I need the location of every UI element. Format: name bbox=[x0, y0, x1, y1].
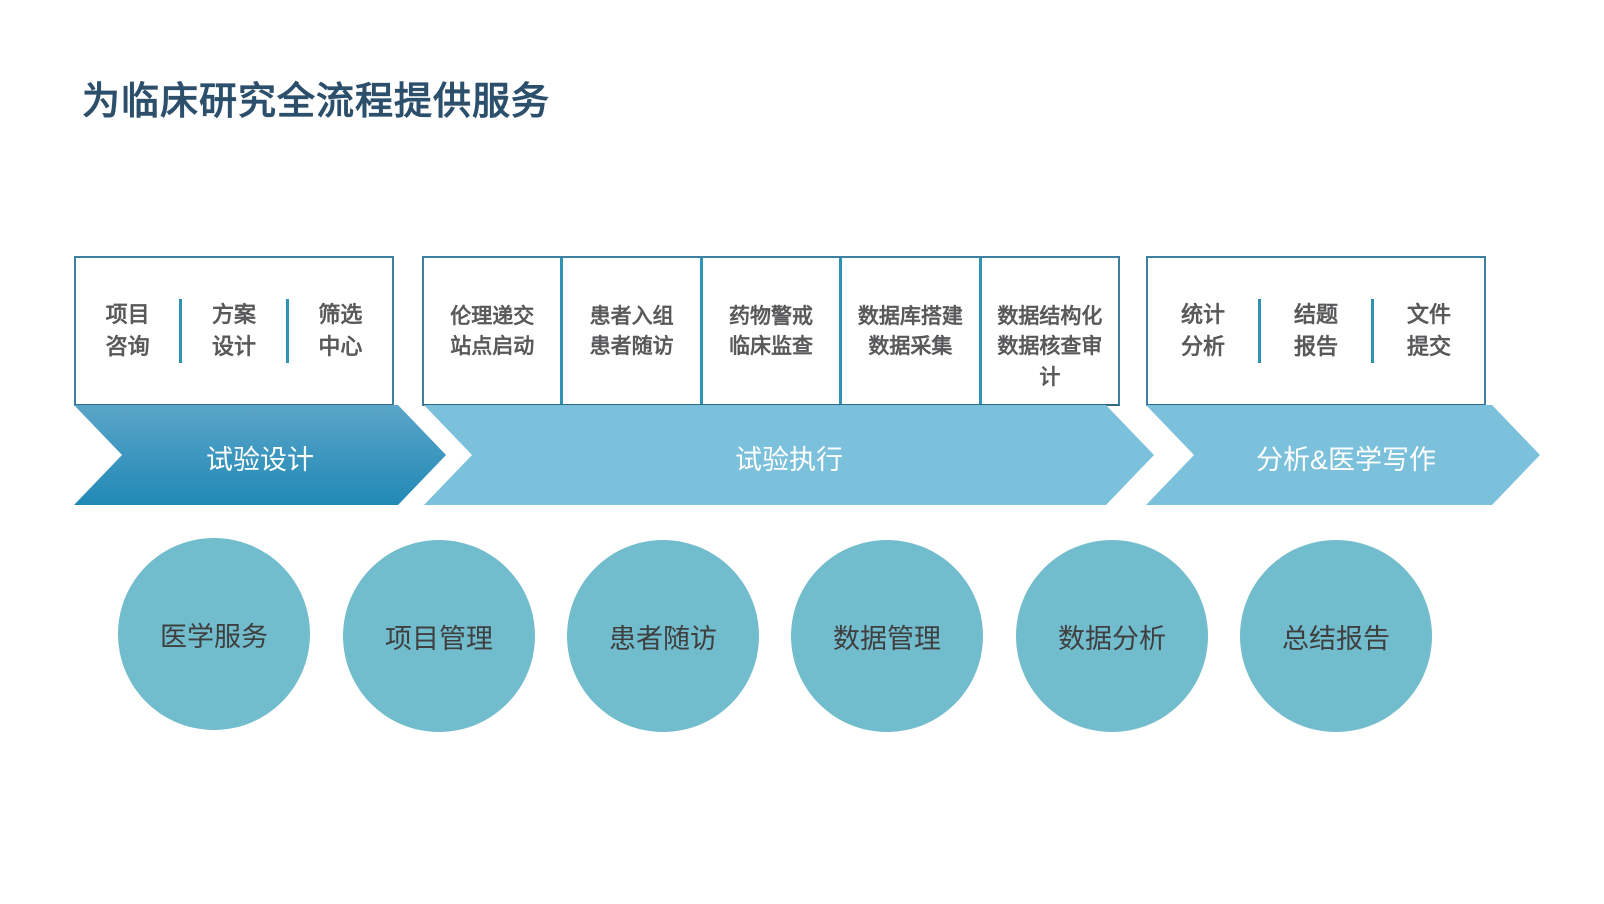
stage-item-line: 统计 bbox=[1180, 302, 1225, 328]
stage-item-execute-3[interactable]: 数据库搭建 数据采集 bbox=[839, 258, 978, 404]
stage-item-execute-4[interactable]: 数据结构化 数据核查审 计 bbox=[978, 258, 1118, 404]
service-circle-1[interactable]: 项目管理 bbox=[343, 540, 535, 732]
stage-item-line: 项目 bbox=[105, 302, 150, 328]
stage-item-line: 方案 bbox=[211, 302, 256, 328]
service-circle-5[interactable]: 总结报告 bbox=[1240, 540, 1432, 732]
service-circle-3[interactable]: 数据管理 bbox=[791, 540, 983, 732]
stage-item-analysis-0[interactable]: 统计 分析 bbox=[1148, 299, 1258, 363]
stage-item-analysis-1[interactable]: 结题 报告 bbox=[1258, 299, 1371, 363]
chevron-design[interactable] bbox=[74, 405, 446, 505]
stage-item-analysis-2[interactable]: 文件 提交 bbox=[1371, 299, 1484, 363]
service-circle-0[interactable]: 医学服务 bbox=[118, 538, 310, 730]
stage-item-design-2[interactable]: 筛选 中心 bbox=[285, 299, 392, 363]
stage-item-design-1[interactable]: 方案 设计 bbox=[179, 299, 285, 363]
stage-item-execute-0[interactable]: 伦理递交 站点启动 bbox=[424, 258, 560, 404]
chevron-analysis[interactable] bbox=[1146, 405, 1540, 505]
stage-item-line: 计 bbox=[1039, 365, 1061, 389]
service-circle-4[interactable]: 数据分析 bbox=[1016, 540, 1208, 732]
stage-item-line: 咨询 bbox=[105, 334, 150, 359]
stage-item-line: 文件 bbox=[1406, 302, 1451, 328]
chevron-label-execute: 试验执行 bbox=[735, 445, 843, 475]
stage-item-line: 患者入组 bbox=[589, 305, 674, 328]
stage-item-line: 数据库搭建 bbox=[857, 305, 963, 328]
stage-item-line: 伦理递交 bbox=[450, 305, 535, 328]
page-title: 为临床研究全流程提供服务 bbox=[82, 81, 551, 123]
stage-item-line: 中心 bbox=[318, 334, 363, 359]
stage-item-line: 报告 bbox=[1293, 334, 1338, 359]
stage-item-line: 临床监查 bbox=[729, 335, 814, 359]
stage-item-line: 提交 bbox=[1406, 334, 1451, 359]
chevron-label-design: 试验设计 bbox=[206, 445, 314, 475]
service-circle-2[interactable]: 患者随访 bbox=[567, 540, 759, 732]
stage-box-design[interactable]: 项目 咨询 方案 设计 筛选 中心 bbox=[74, 256, 394, 406]
stage-item-line: 数据结构化 bbox=[997, 305, 1103, 328]
stage-item-line: 药物警戒 bbox=[729, 305, 814, 328]
stage-box-execute[interactable]: 伦理递交 站点启动 患者入组 患者随访 药物警戒 临床监查 数据库搭建 数据采集… bbox=[422, 256, 1120, 406]
stage-item-line: 站点启动 bbox=[450, 335, 535, 359]
stage-box-analysis[interactable]: 统计 分析 结题 报告 文件 提交 bbox=[1146, 256, 1486, 406]
stage-item-execute-2[interactable]: 药物警戒 临床监查 bbox=[699, 258, 839, 404]
chevron-execute[interactable] bbox=[424, 405, 1154, 505]
stage-item-line: 数据核查审 bbox=[997, 335, 1103, 359]
stage-item-line: 筛选 bbox=[318, 302, 363, 328]
service-circles-row: 医学服务 项目管理 患者随访 数据管理 数据分析 总结报告 bbox=[0, 528, 1604, 758]
stage-item-line: 结题 bbox=[1293, 302, 1338, 328]
process-chevron-band: 试验设计 试验执行 分析&医学写作 bbox=[0, 405, 1604, 505]
stage-item-line: 分析 bbox=[1180, 334, 1225, 359]
stage-item-execute-1[interactable]: 患者入组 患者随访 bbox=[560, 258, 699, 404]
stage-item-line: 设计 bbox=[211, 334, 256, 359]
stage-item-design-0[interactable]: 项目 咨询 bbox=[76, 299, 179, 363]
stage-item-line: 患者随访 bbox=[589, 335, 674, 359]
chevron-label-analysis: 分析&医学写作 bbox=[1255, 445, 1436, 475]
stage-item-line: 数据采集 bbox=[868, 335, 953, 359]
